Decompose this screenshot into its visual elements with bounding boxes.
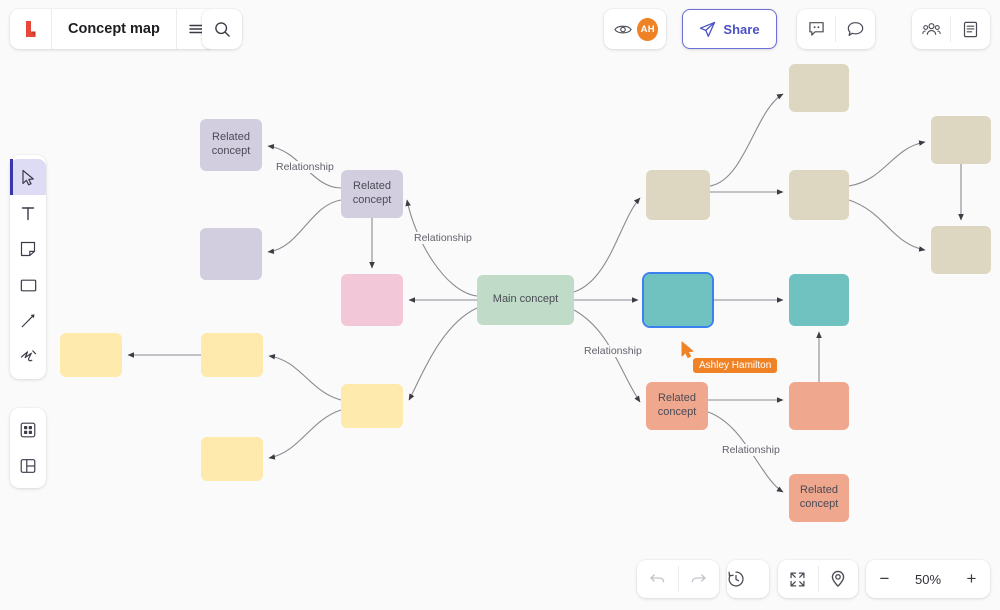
eye-icon[interactable] [612,9,633,49]
zoom-level[interactable]: 50% [914,571,942,587]
sticky-comment-icon[interactable] [797,9,835,49]
node-salmon-blank[interactable] [789,382,849,430]
node-beige-left[interactable] [646,170,710,220]
node-beige-far-right-top[interactable] [931,116,991,164]
edge-label-main-lower[interactable]: Relationship [581,345,645,357]
undo-redo-group [637,560,719,598]
divider [835,16,836,42]
zoom-controls-group: − 50% + [866,560,990,598]
divider [950,16,951,42]
cursor-arrow-icon [681,341,694,359]
node-yellow-right[interactable] [341,384,403,428]
history-clock-icon [728,571,744,587]
search-button[interactable] [202,9,242,49]
node-related-concept-salmon-2[interactable]: Related concept [789,474,849,522]
edge-label-lav-top[interactable]: Relationship [273,161,337,173]
document-header-bar: Concept map [10,9,215,49]
view-controls-group [778,560,858,598]
node-related-concept-lavender-1[interactable]: Related concept [200,119,262,171]
fit-screen-button[interactable] [778,560,818,598]
hamburger-menu-icon[interactable] [177,9,215,49]
layout-panel-icon [20,459,36,473]
templates-panel[interactable] [10,448,46,484]
node-label: Related concept [211,131,251,157]
share-label: Share [723,21,760,37]
node-beige-middle[interactable] [789,170,849,220]
edge-label-lav-right[interactable]: Relationship [411,232,475,244]
undo-button[interactable] [637,560,678,598]
node-teal-right[interactable] [789,274,849,326]
fit-screen-icon [790,571,805,587]
sticky-note-tool[interactable] [10,231,46,267]
divider [677,566,679,592]
zoom-out-button[interactable]: − [879,569,890,588]
lucid-logo-icon[interactable] [10,9,52,49]
node-yellow-upper[interactable] [201,333,263,377]
share-button[interactable]: Share [682,9,777,49]
page-title[interactable]: Concept map [52,9,177,49]
zoom-in-button[interactable]: + [966,569,977,588]
redo-arrow-icon [691,574,706,583]
node-beige-far-right-bottom[interactable] [931,226,991,274]
node-beige-top[interactable] [789,64,849,112]
text-tool[interactable] [10,195,46,231]
cursor-arrow-icon [21,169,34,185]
search-icon [214,21,230,37]
grid-squares-icon [20,422,36,438]
select-tool[interactable] [10,159,46,195]
node-yellow-lower[interactable] [201,437,263,481]
people-group-icon[interactable] [912,9,950,49]
node-pink-blank[interactable] [341,274,403,326]
shape-tool[interactable] [10,267,46,303]
tools-palette [10,155,46,379]
remote-cursor-label: Ashley Hamilton [693,358,778,373]
text-t-icon [21,206,35,220]
avatar[interactable]: AH [637,17,658,41]
comments-group [797,9,875,49]
sticky-note-icon [20,241,36,257]
scribble-pen-icon [20,350,36,362]
remote-cursor: Ashley Hamilton [681,341,778,373]
edge-label-salmon[interactable]: Relationship [719,444,783,456]
document-lines-icon[interactable] [951,9,989,49]
presence-group: AH [604,9,666,49]
redo-button[interactable] [678,560,719,598]
node-label: Related concept [352,180,392,206]
node-yellow-far-left[interactable] [60,333,122,377]
divider [817,566,819,592]
node-teal-selected[interactable] [642,272,714,328]
node-label: Related concept [799,484,839,510]
node-related-concept-lavender-2[interactable]: Related concept [341,170,403,218]
node-label: Main concept [492,293,559,306]
panels-palette [10,408,46,488]
node-related-concept-salmon-1[interactable]: Related concept [646,382,708,430]
shapes-library[interactable] [10,412,46,448]
paper-plane-icon [700,21,716,37]
node-main-concept[interactable]: Main concept [477,275,574,325]
undo-arrow-icon [650,574,665,583]
node-lavender-blank[interactable] [200,228,262,280]
line-tool[interactable] [10,303,46,339]
location-pin-icon [831,570,845,587]
collaboration-group [912,9,990,49]
line-arrow-icon [21,314,35,328]
version-history-button[interactable] [727,560,769,598]
node-label: Related concept [657,392,697,418]
minimap-button[interactable] [818,560,858,598]
chat-bubble-icon[interactable] [836,9,874,49]
rectangle-icon [20,279,36,291]
pen-tool[interactable] [10,339,46,375]
